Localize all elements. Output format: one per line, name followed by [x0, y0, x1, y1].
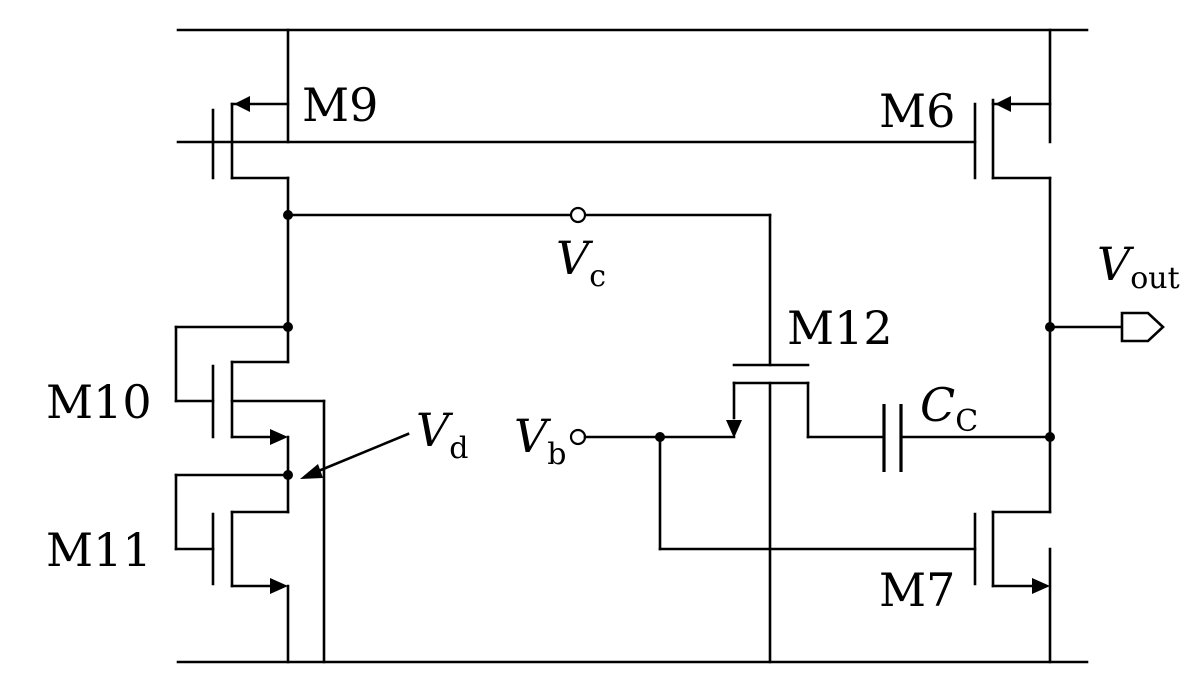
transistor-m12	[726, 363, 886, 664]
label-vout: Vout	[1097, 237, 1180, 296]
transistor-m7	[973, 510, 1052, 664]
label-m12: M12	[787, 301, 893, 355]
label-m10: M10	[46, 375, 152, 429]
vout-terminal	[1045, 311, 1165, 343]
transistor-m9	[211, 28, 290, 217]
transistor-m6	[973, 28, 1052, 514]
label-m6: M6	[879, 84, 955, 138]
label-vd: Vd	[416, 403, 468, 466]
transistor-m10	[174, 213, 326, 664]
vc-wire	[283, 206, 772, 367]
transistor-m11	[174, 470, 293, 664]
label-vc: Vc	[556, 231, 606, 294]
label-m7: M7	[879, 563, 955, 617]
label-m11: M11	[46, 523, 152, 577]
vb-wire	[569, 428, 977, 551]
label-cc: CC	[920, 378, 978, 439]
label-m9: M9	[302, 78, 378, 132]
vd-pointer-arrow	[300, 432, 410, 479]
label-vb: Vb	[514, 409, 566, 472]
capacitor-cc	[882, 404, 1055, 472]
